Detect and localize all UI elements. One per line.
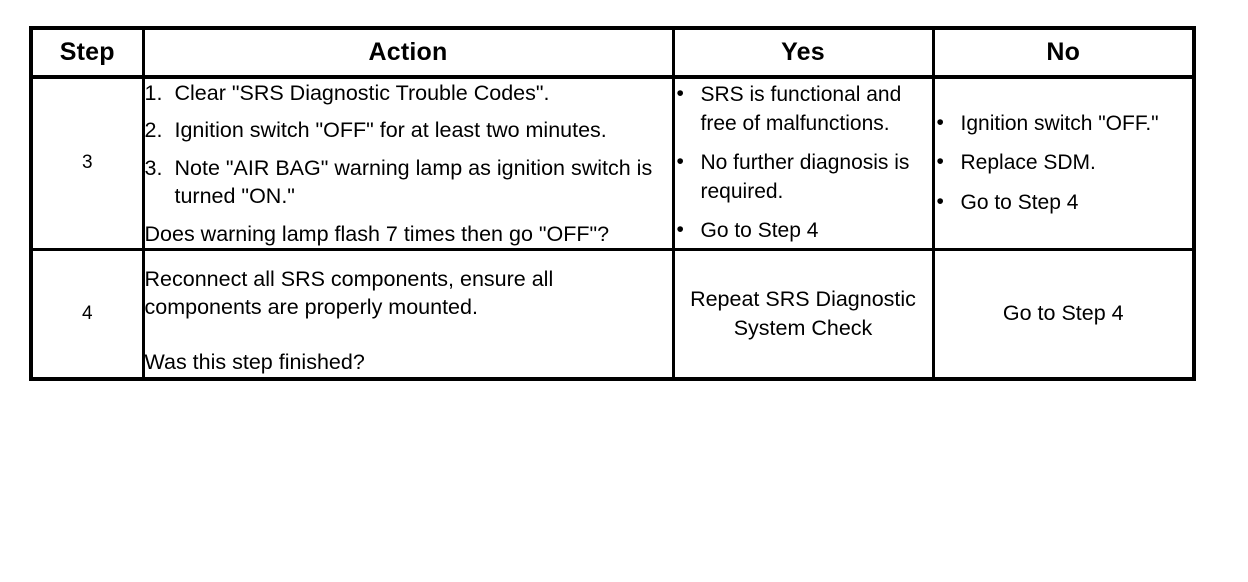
list-item: 2. Ignition switch "OFF" for at least tw… (145, 116, 672, 144)
bullet-icon: • (936, 110, 944, 134)
list-item: • SRS is functional and free of malfunct… (675, 81, 932, 138)
bullet-icon: • (676, 218, 684, 242)
list-item-text: Note "AIR BAG" warning lamp as ignition … (174, 155, 653, 209)
list-item: 1. Clear "SRS Diagnostic Trouble Codes". (145, 79, 672, 107)
yes-text: Repeat SRS Diagnostic System Check (690, 286, 916, 340)
srs-diagnostic-table: Step Action Yes No 3 1. Clear "SRS Diagn… (29, 26, 1196, 381)
list-item: • Replace SDM. (935, 149, 1193, 178)
paragraph-spacer (145, 322, 672, 348)
column-header-no: No (931, 28, 1194, 79)
list-item-number: 2. (144, 118, 163, 143)
action-cell: Reconnect all SRS components, ensure all… (141, 249, 675, 379)
column-header-step: Step (31, 28, 145, 79)
action-question: Does warning lamp flash 7 times then go … (144, 221, 610, 246)
step-number-cell: 3 (31, 77, 145, 251)
bullet-icon: • (936, 189, 944, 213)
table-row: 3 1. Clear "SRS Diagnostic Trouble Codes… (31, 77, 1194, 251)
action-paragraph: Reconnect all SRS components, ensure all… (144, 266, 554, 320)
column-header-action: Action (141, 28, 675, 79)
table-header-row: Step Action Yes No (31, 28, 1194, 79)
no-cell: Go to Step 4 (931, 249, 1194, 379)
no-bullet-list: • Ignition switch "OFF." • Replace SDM. … (935, 110, 1193, 218)
list-item-text: No further diagnosis is required. (700, 151, 910, 203)
list-item-text: Replace SDM. (960, 151, 1096, 175)
list-item-text: Clear "SRS Diagnostic Trouble Codes". (174, 81, 550, 105)
list-item-text: Ignition switch "OFF" for at least two m… (174, 118, 607, 143)
list-item: • Ignition switch "OFF." (935, 110, 1193, 139)
no-text: Go to Step 4 (1002, 301, 1124, 326)
bullet-icon: • (936, 150, 944, 174)
list-item-text: Go to Step 4 (960, 190, 1079, 214)
list-item-text: Go to Step 4 (700, 219, 819, 243)
table-row: 4 Reconnect all SRS components, ensure a… (31, 249, 1194, 379)
yes-cell: Repeat SRS Diagnostic System Check (671, 249, 935, 379)
list-item: • No further diagnosis is required. (675, 149, 932, 206)
list-item: • Go to Step 4 (675, 217, 932, 246)
yes-cell: • SRS is functional and free of malfunct… (671, 77, 935, 251)
list-item: 3. Note "AIR BAG" warning lamp as igniti… (145, 154, 672, 211)
no-cell: • Ignition switch "OFF." • Replace SDM. … (931, 77, 1194, 251)
action-numbered-list: 1. Clear "SRS Diagnostic Trouble Codes".… (145, 79, 672, 211)
list-item-number: 1. (144, 81, 163, 105)
bullet-icon: • (676, 150, 684, 174)
yes-bullet-list: • SRS is functional and free of malfunct… (675, 81, 932, 246)
list-item-text: SRS is functional and free of malfunctio… (700, 83, 902, 135)
action-question: Was this step finished? (144, 350, 365, 375)
action-cell: 1. Clear "SRS Diagnostic Trouble Codes".… (141, 77, 675, 251)
step-number-cell: 4 (31, 249, 145, 379)
column-header-yes: Yes (671, 28, 935, 79)
list-item: • Go to Step 4 (935, 189, 1193, 218)
bullet-icon: • (676, 82, 684, 106)
list-item-text: Ignition switch "OFF." (960, 111, 1159, 135)
list-item-number: 3. (144, 155, 163, 180)
